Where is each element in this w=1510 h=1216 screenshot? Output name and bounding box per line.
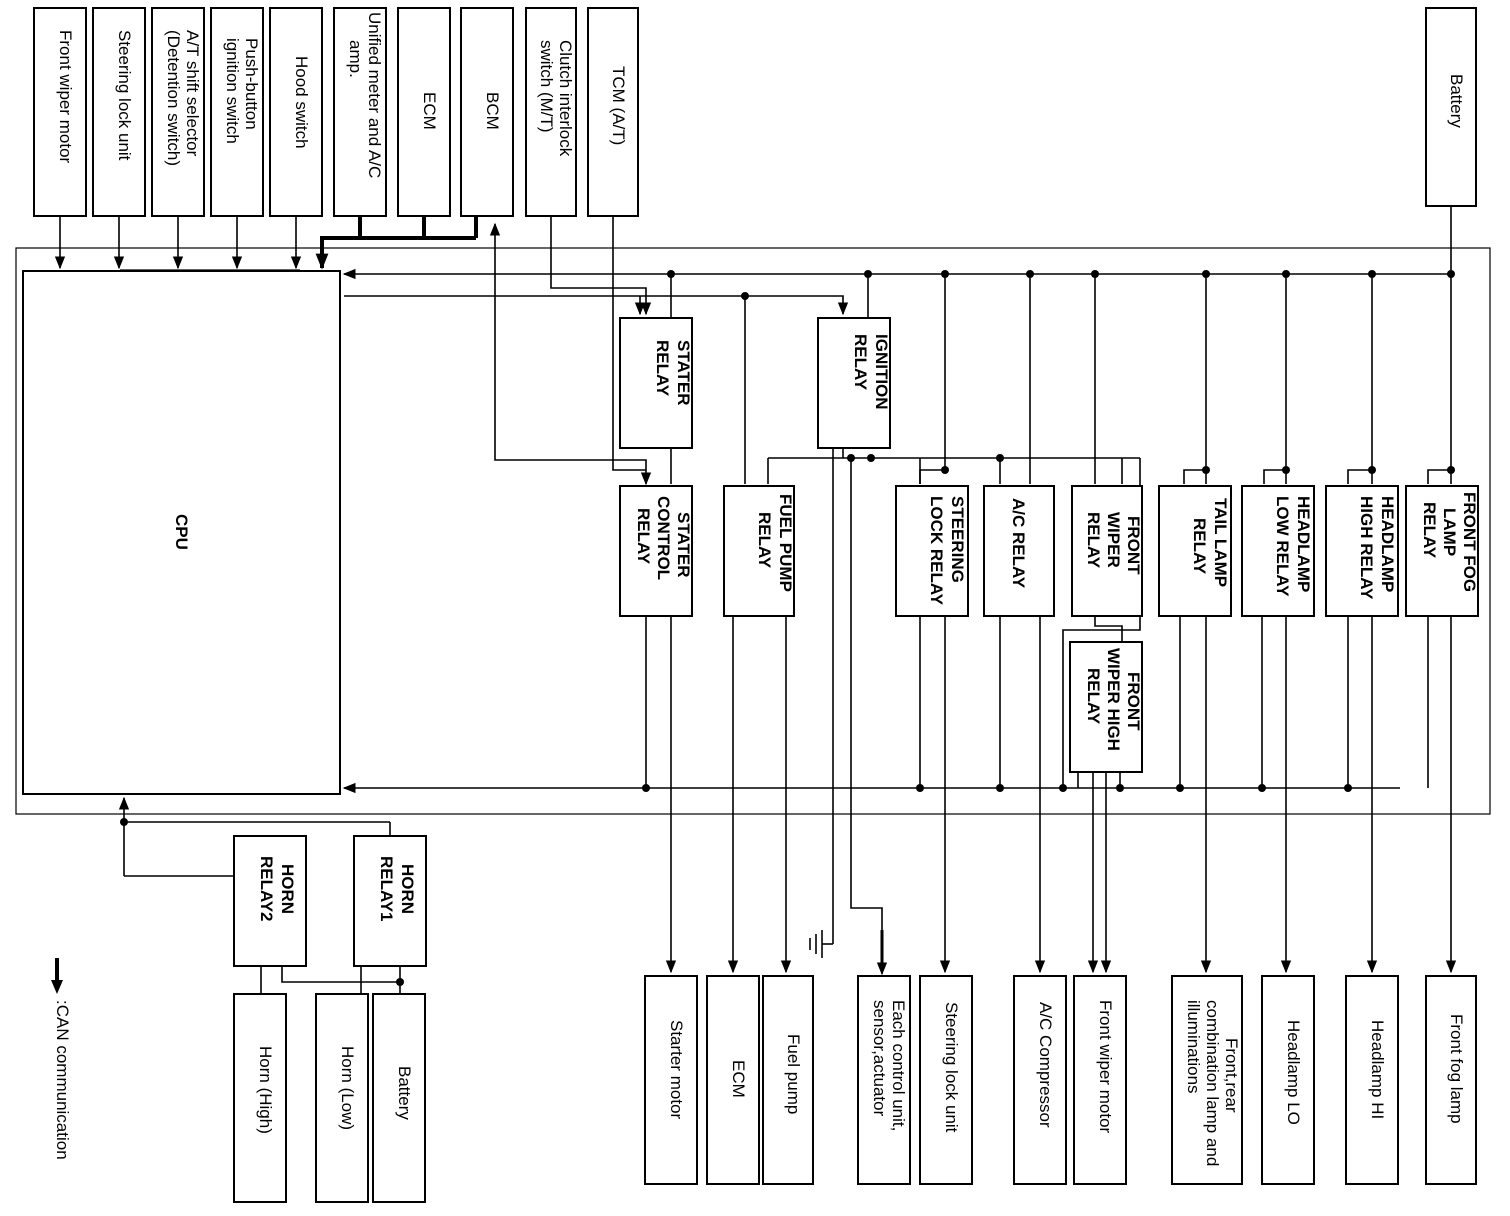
return-bus bbox=[342, 616, 1429, 794]
steering-lock-unit-label: Steering lock unit bbox=[115, 30, 134, 161]
horn-section: HORN RELAY2 HORN RELAY1 Horn (High) Horn… bbox=[118, 796, 427, 1203]
output-steering-lock-unit bbox=[919, 975, 973, 1185]
steering-lock-relay-label: STEERING LOCK RELAY bbox=[927, 496, 967, 606]
output-fuel-pump bbox=[762, 975, 814, 1185]
output-wires bbox=[665, 616, 1457, 974]
output-headlamp-hi bbox=[1345, 975, 1399, 1185]
ground-icon bbox=[809, 930, 833, 958]
output-front-fog-lamp bbox=[1425, 975, 1477, 1185]
output-front-wiper-motor bbox=[1073, 975, 1127, 1185]
cpu-control-wires bbox=[344, 292, 849, 484]
ecm-output-label: ECM bbox=[729, 1060, 748, 1098]
output-ac-compressor bbox=[1013, 975, 1067, 1185]
output-headlamp-lo bbox=[1261, 975, 1315, 1185]
clutch-interlock-label: Clutch interlock switch (M/T) bbox=[537, 40, 575, 161]
stater-relay bbox=[619, 317, 693, 449]
tail-lamp-relay bbox=[1158, 485, 1232, 617]
input-battery bbox=[1425, 7, 1477, 207]
front-wiper-relay bbox=[1071, 485, 1143, 617]
hood-switch-label: Hood switch bbox=[292, 56, 311, 149]
output-combination-lamp bbox=[1171, 975, 1243, 1185]
can-bus bbox=[315, 216, 478, 270]
horn-high-label: Horn (High) bbox=[256, 1046, 275, 1134]
can-legend: :CAN communication bbox=[51, 958, 72, 1160]
wiper-high-link bbox=[1062, 629, 1070, 788]
battery-label: Battery bbox=[1447, 74, 1466, 128]
ac-compressor-label: A/C Compressor bbox=[1036, 1002, 1055, 1128]
bcm-label: BCM bbox=[483, 92, 502, 130]
output-each-control-unit bbox=[857, 975, 911, 1185]
headlamp-high-relay bbox=[1325, 485, 1399, 617]
ecm-input-label: ECM bbox=[420, 92, 439, 130]
front-wiper-high-relay-label: FRONT WIPER HIGH RELAY bbox=[1084, 648, 1143, 756]
input-bcm bbox=[460, 7, 514, 217]
bcm-wire bbox=[489, 222, 652, 486]
cpu-block bbox=[22, 270, 341, 795]
front-fog-relay-label: FRONT FOG LAMP RELAY bbox=[1420, 492, 1479, 597]
fuel-pump-relay-label: FUEL PUMP RELAY bbox=[755, 494, 795, 596]
horn-relay1-label: HORN RELAY1 bbox=[377, 856, 417, 922]
horn-relay1 bbox=[353, 835, 427, 967]
input-components: Front wiper motor Steering lock unit A/T… bbox=[33, 7, 1477, 217]
relays: STATER RELAY IGNITION RELAY STATER CONTR… bbox=[619, 317, 1479, 773]
horn-battery-label: Battery bbox=[395, 1066, 414, 1120]
at-shift-selector-label: A/T shift selector (Detention switch) bbox=[164, 30, 202, 166]
relay-coil-links bbox=[919, 466, 1455, 484]
headlamp-low-relay-label: HEADLAMP LOW RELAY bbox=[1273, 496, 1313, 597]
horn-relay2 bbox=[233, 835, 307, 967]
front-wiper-high-relay bbox=[1069, 641, 1143, 773]
headlamp-high-relay-label: HEADLAMP HIGH RELAY bbox=[1357, 496, 1397, 600]
horn-low-label: Horn (Low) bbox=[338, 1046, 357, 1130]
each-control-unit-label: Each control unit, sensor,actuator bbox=[870, 1000, 908, 1136]
headlamp-low-relay bbox=[1241, 485, 1315, 617]
headlamp-lo-label: Headlamp LO bbox=[1284, 1020, 1303, 1125]
output-ecm bbox=[706, 975, 760, 1185]
stater-relay-label: STATER RELAY bbox=[653, 340, 693, 410]
tail-lamp-relay-label: TAIL LAMP RELAY bbox=[1190, 498, 1230, 592]
fuel-pump-label: Fuel pump bbox=[784, 1034, 803, 1114]
headlamp-hi-label: Headlamp HI bbox=[1368, 1020, 1387, 1119]
front-wiper-motor-label: Front wiper motor bbox=[56, 30, 75, 164]
ignition-output-bus bbox=[767, 448, 1141, 976]
horn-low bbox=[315, 993, 369, 1203]
push-button-ignition-label: Push-button ignition switch bbox=[223, 38, 261, 144]
ac-relay bbox=[983, 485, 1055, 617]
steering-lock-unit-out-label: Steering lock unit bbox=[942, 1002, 961, 1133]
front-fog-lamp-label: Front fog lamp bbox=[1447, 1014, 1466, 1124]
starter-motor-label: Starter motor bbox=[667, 1020, 686, 1120]
clutch-wire bbox=[550, 216, 652, 316]
output-starter-motor bbox=[644, 975, 698, 1185]
horn-battery bbox=[372, 993, 426, 1203]
front-wiper-relay-label: FRONT WIPER RELAY bbox=[1084, 512, 1143, 579]
stater-control-relay bbox=[619, 485, 693, 617]
ipdm-frame bbox=[15, 247, 1491, 815]
wiper-relay-link bbox=[1094, 616, 1123, 642]
combination-lamp-label: Front,rear combination lamp and illumina… bbox=[1184, 1000, 1241, 1171]
fuel-pump-relay bbox=[723, 485, 795, 617]
can-arrowhead-icon bbox=[51, 980, 63, 994]
input-unified-meter bbox=[333, 7, 387, 217]
tcm-wire bbox=[612, 216, 646, 471]
ignition-relay-label: IGNITION RELAY bbox=[851, 334, 891, 414]
input-steering-lock-unit bbox=[92, 7, 146, 217]
stater-control-relay-label: STATER CONTROL RELAY bbox=[634, 496, 693, 584]
front-fog-relay bbox=[1405, 485, 1479, 617]
front-wiper-motor-out-label: Front wiper motor bbox=[1096, 1000, 1115, 1134]
input-tcm bbox=[587, 7, 639, 217]
ac-relay-label: A/C RELAY bbox=[1009, 498, 1028, 589]
input-front-wiper-motor bbox=[33, 7, 87, 217]
ignition-relay bbox=[817, 317, 891, 449]
can-legend-label: :CAN communication bbox=[53, 1000, 72, 1160]
horn-high bbox=[233, 993, 287, 1203]
output-components: Starter motor ECM Fuel pump Each control… bbox=[644, 975, 1477, 1185]
tcm-label: TCM (A/T) bbox=[609, 66, 628, 145]
input-push-button-ignition bbox=[210, 7, 264, 217]
horn-relay2-label: HORN RELAY2 bbox=[257, 856, 297, 922]
cpu-label: CPU bbox=[172, 514, 191, 550]
input-wires bbox=[54, 216, 302, 271]
steering-lock-relay bbox=[895, 485, 969, 617]
unified-meter-label: Unified meter and A/C amp. bbox=[346, 12, 384, 183]
